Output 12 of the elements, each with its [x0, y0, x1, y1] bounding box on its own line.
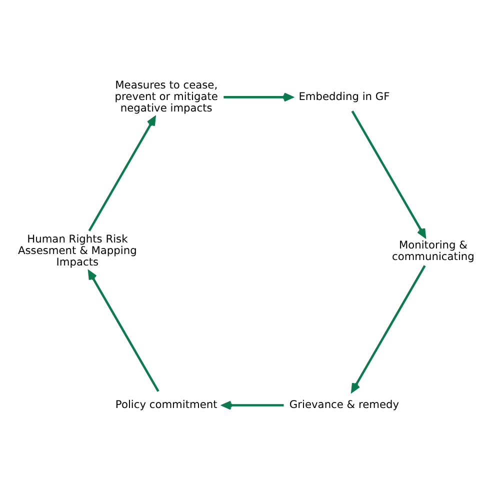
arrow: [88, 270, 160, 392]
arrow: [224, 92, 294, 102]
node-text: Embedding in GF: [298, 90, 390, 102]
node-text: Measures to cease, prevent or mitigate negative impacts: [114, 78, 218, 114]
arrow: [351, 264, 426, 392]
node-text: Grievance & remedy: [289, 398, 400, 411]
arrow: [88, 116, 156, 231]
arrow: [222, 400, 284, 410]
node-text: Monitoring & communicating: [392, 238, 474, 262]
node-text: Human Rights Risk Assesment & Mapping Impacts: [18, 232, 137, 268]
node-text: Policy commitment: [115, 398, 218, 411]
arrow: [351, 110, 426, 238]
